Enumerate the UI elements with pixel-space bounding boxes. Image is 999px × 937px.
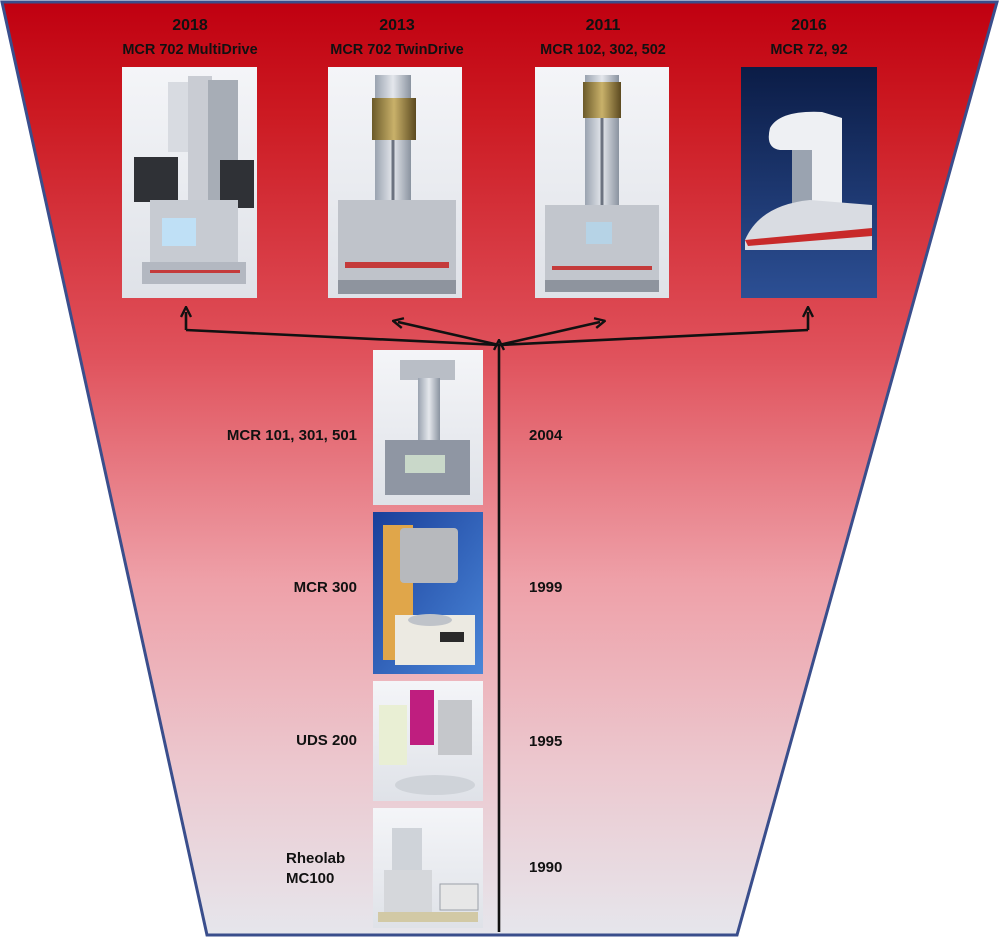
rheometer-multidrive-photo (122, 67, 257, 298)
product-model-multidrive: MCR 702 MultiDrive (122, 42, 258, 58)
product-year-2016: 2016 (791, 17, 827, 34)
product-year-2018: 2018 (172, 17, 208, 34)
rheometer-mcr-72-photo (741, 67, 877, 298)
rheometer-twindrive-photo (328, 67, 462, 298)
branch-arrow-2018 (185, 328, 500, 347)
product-model-twindrive: MCR 702 TwinDrive (330, 42, 464, 58)
branch-arrow-2013 (398, 322, 500, 347)
branch-arrows (186, 312, 808, 932)
timeline-year-1995: 1995 (529, 733, 563, 750)
rheometer-rheolab-photo (373, 808, 483, 928)
timeline-model-mcr-300: MCR 300 (293, 579, 357, 596)
product-year-2013: 2013 (379, 17, 415, 34)
timeline-year-2004: 2004 (529, 427, 563, 444)
product-year-2011: 2011 (585, 17, 621, 34)
timeline-year-1990: 1990 (529, 859, 563, 876)
product-model-mcr-72: MCR 72, 92 (770, 42, 848, 58)
timeline-model-uds-200: UDS 200 (296, 732, 357, 749)
product-model-mcr-102: MCR 102, 302, 502 (540, 42, 666, 58)
timeline-model-rheolab-line2: MC100 (286, 870, 335, 887)
rheometer-mcr-101-photo (373, 350, 483, 505)
rheometer-uds-200-photo (373, 681, 483, 801)
timeline-year-1999: 1999 (529, 579, 563, 596)
timeline-model-rheolab-line1: Rheolab (286, 850, 346, 867)
rheometer-mcr-102-photo (535, 67, 669, 298)
branch-arrow-2011 (498, 322, 600, 347)
rheometer-mcr-300-photo (373, 512, 483, 674)
timeline-model-mcr-101: MCR 101, 301, 501 (226, 427, 357, 444)
branch-arrow-2016 (498, 328, 809, 347)
